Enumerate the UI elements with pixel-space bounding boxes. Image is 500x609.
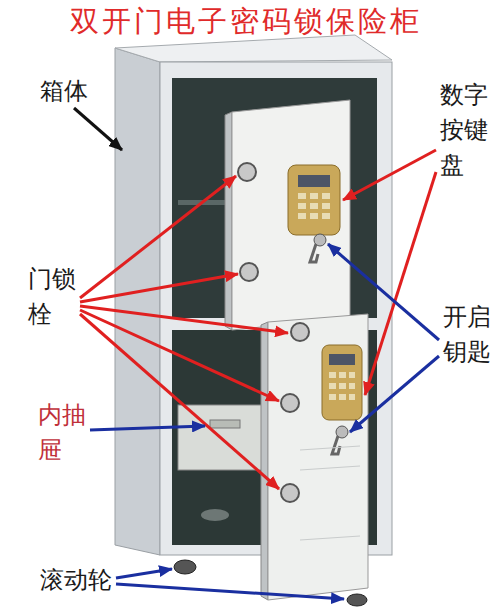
door-bolt-label: 门锁栓	[28, 262, 76, 332]
leader-arrows	[74, 108, 439, 599]
wheel-label: 滚动轮	[40, 563, 112, 598]
upper-door	[225, 100, 350, 330]
keypad-label: 数字按键盘	[440, 78, 488, 182]
inner-drawer-label: 内抽屉	[38, 398, 86, 468]
cabinet-body-label: 箱体	[40, 74, 88, 109]
lower-door	[261, 314, 368, 600]
key-label: 开启钥匙	[443, 300, 491, 370]
diagram-title: 双开门电子密码锁保险柜	[70, 4, 422, 39]
